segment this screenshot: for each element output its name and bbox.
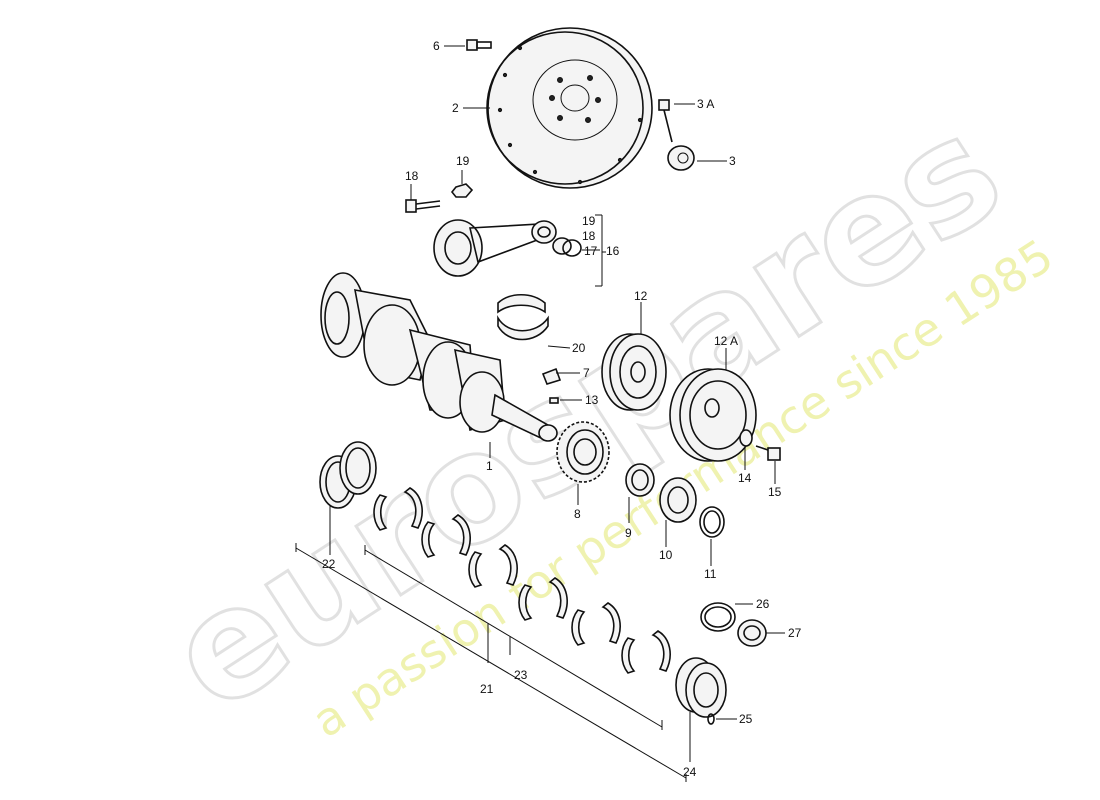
- callout-23: 23: [514, 668, 528, 682]
- callout-27: 27: [788, 626, 802, 640]
- callout-9: 9: [625, 526, 632, 540]
- callout-10: 10: [659, 548, 673, 562]
- callout-14: 14: [738, 471, 752, 485]
- drive-gear: [659, 477, 697, 523]
- adapter-bolt: [658, 99, 673, 143]
- callout-22: 22: [322, 557, 336, 571]
- callout-2: 2: [452, 101, 459, 115]
- callout-24: 24: [683, 765, 697, 779]
- thrust-bearing: [675, 657, 727, 718]
- damper-bolt: [755, 445, 781, 461]
- dowel-pin: [549, 397, 559, 404]
- callout-3: 3: [729, 154, 736, 168]
- rod-bearing-shells: [497, 293, 549, 341]
- callout-20: 20: [572, 341, 586, 355]
- callout-26: 26: [756, 597, 770, 611]
- callout-16: 16: [606, 244, 620, 258]
- callout-1: 1: [486, 459, 493, 473]
- vibration-damper: [669, 368, 757, 462]
- callout-3a: 3 A: [697, 97, 714, 111]
- spacer-ring: [625, 463, 655, 497]
- callout-19-group: 19: [582, 214, 596, 228]
- seal-ring: [700, 602, 736, 632]
- callout-19: 19: [456, 154, 470, 168]
- flywheel-bolt: [466, 39, 492, 51]
- callout-13: 13: [585, 393, 599, 407]
- damper-washer: [739, 429, 753, 447]
- callout-21: 21: [480, 682, 494, 696]
- callout-17: 17: [584, 244, 598, 258]
- flywheel: [486, 27, 653, 189]
- leader-lines: [295, 45, 785, 782]
- crank-key: [541, 367, 562, 385]
- callout-25: 25: [739, 712, 753, 726]
- callouts: 6 2 3 A 3 18 19 19 18 17 16 20 7 13 12 1…: [322, 39, 802, 779]
- callout-18: 18: [405, 169, 419, 183]
- crankshaft: [320, 272, 558, 442]
- callout-15: 15: [768, 485, 782, 499]
- callout-12: 12: [634, 289, 648, 303]
- bearing-shell-row: [373, 487, 671, 674]
- circlip: [699, 506, 725, 538]
- timing-gear: [556, 421, 610, 483]
- pilot-bushing: [737, 619, 767, 647]
- connecting-rod: [433, 219, 557, 277]
- main-bearing-shells: [319, 441, 377, 509]
- callout-12a: 12 A: [714, 334, 738, 348]
- pilot-adapter: [667, 145, 695, 171]
- callout-7: 7: [583, 366, 590, 380]
- crank-pulley: [601, 333, 667, 411]
- callout-11: 11: [704, 567, 717, 581]
- callout-8: 8: [574, 507, 581, 521]
- rod-bushing: [552, 237, 582, 257]
- callout-18-group: 18: [582, 229, 596, 243]
- rod-bolt: [405, 199, 441, 213]
- rod-nut: [450, 183, 474, 198]
- callout-6: 6: [433, 39, 440, 53]
- locating-pin: [707, 713, 715, 725]
